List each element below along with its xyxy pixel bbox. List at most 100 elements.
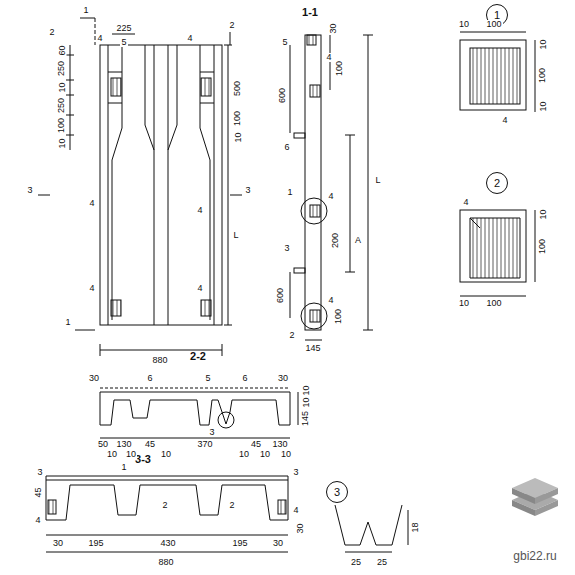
dimension-label: 600 — [279, 86, 288, 103]
dimension-label: 10 — [538, 38, 547, 50]
dimension-label: 4 — [462, 198, 469, 207]
dimension-label: 880 — [157, 558, 174, 567]
dimension-label: 100 — [335, 307, 344, 324]
dimension-label: 4 — [96, 34, 103, 43]
dimension-label: 130 — [115, 440, 132, 449]
dimension-label: 880 — [151, 356, 168, 365]
dimension-label: 25 — [350, 558, 362, 567]
dimension-label: 4 — [327, 192, 334, 201]
dimension-label: 4 — [186, 34, 193, 43]
dimension-label: 130 — [271, 440, 288, 449]
dimension-label: 500 — [234, 79, 243, 96]
dimension-label: 30 — [272, 539, 284, 548]
dimension-label: 10 — [538, 100, 547, 112]
dimension-label: 145 — [304, 344, 321, 353]
dimension-label: 3 — [208, 428, 215, 437]
dimension-label: 225 — [115, 24, 132, 33]
dimension-label: 3 — [26, 186, 33, 195]
dimension-label: 10 — [259, 450, 271, 459]
dimension-label: 30 — [328, 22, 337, 34]
dimension-label: 5 — [281, 38, 288, 47]
dimension-label: 4 — [327, 296, 334, 305]
dimension-label: 100 — [539, 66, 548, 83]
dimension-label: 10 — [233, 131, 242, 143]
dimension-label: 4 — [325, 53, 332, 62]
watermark-icon — [512, 478, 558, 516]
dimension-label: 50 — [97, 440, 109, 449]
dimension-label: 10 — [125, 450, 137, 459]
section-title: 1-1 — [301, 7, 319, 18]
dimension-label: 10 — [458, 20, 470, 29]
dimension-label: 4 — [501, 116, 508, 125]
dimension-label: 145 — [302, 409, 311, 426]
dimension-label: 2 — [228, 501, 235, 510]
dimension-label: 1 — [120, 463, 127, 472]
dimension-label: 100 — [539, 237, 548, 254]
dimension-label: 4 — [88, 199, 95, 208]
dimension-label: L — [232, 231, 239, 240]
dimension-label: 45 — [250, 440, 262, 449]
callout-number: 3 — [334, 486, 340, 498]
dimension-label: 10 — [57, 137, 66, 149]
dimension-label: 45 — [144, 440, 156, 449]
dimension-label: 4 — [196, 206, 203, 215]
dimension-label: 600 — [277, 286, 286, 303]
detail-callout: 2 — [486, 172, 508, 194]
dimension-label: 5 — [120, 38, 127, 47]
dimension-label: 10 — [160, 450, 172, 459]
dimension-label: 10 — [538, 208, 547, 220]
dimension-label: 250 — [58, 59, 67, 76]
dimension-label: 1 — [64, 318, 71, 327]
dimension-label: 250 — [58, 96, 67, 113]
dimension-label: 30 — [295, 522, 304, 534]
detail-callout: 3 — [326, 481, 348, 503]
dimension-label: 45 — [33, 486, 42, 498]
dimension-label: 200 — [332, 231, 341, 248]
dimension-label: 370 — [196, 440, 213, 449]
dimension-label: 10 — [238, 450, 250, 459]
section-title: 2-2 — [189, 351, 207, 362]
dimension-label: 10 — [280, 450, 292, 459]
dimension-label: 6 — [241, 374, 248, 383]
dimension-label: 3 — [283, 244, 290, 253]
dimension-label: 5 — [204, 374, 211, 383]
dimension-label: 30 — [88, 374, 100, 383]
dimension-label: 2 — [228, 21, 235, 30]
dimension-label: 2 — [48, 28, 55, 37]
dimension-label: 30 — [277, 374, 289, 383]
dimension-label: 3 — [36, 468, 43, 477]
dimension-label: 100 — [58, 116, 67, 133]
watermark: gbi22.ru — [512, 550, 557, 562]
dimension-label: 10 — [106, 450, 118, 459]
dimension-label: 100 — [234, 109, 243, 126]
dimension-label: 100 — [485, 299, 502, 308]
dimension-label: 430 — [159, 539, 176, 548]
dimension-label: 10 — [57, 81, 66, 93]
dimension-label: 100 — [336, 59, 345, 76]
dimension-label: 3 — [292, 468, 299, 477]
dimension-label: 6 — [283, 143, 290, 152]
dimension-label: 30 — [52, 539, 64, 548]
dimension-label: 25 — [376, 558, 388, 567]
dimension-label: L — [374, 176, 381, 185]
dimension-label: 100 — [485, 20, 502, 29]
dimension-label: 3 — [244, 186, 251, 195]
dimension-label: 1 — [82, 6, 89, 15]
dimension-label: 4 — [34, 516, 41, 525]
dimension-label: 2 — [288, 331, 295, 340]
dimension-label: 4 — [88, 284, 95, 293]
dimension-label: 60 — [57, 44, 66, 56]
dimension-label: 4 — [196, 284, 203, 293]
dimension-label: 6 — [146, 374, 153, 383]
dimension-label: 4 — [292, 506, 299, 515]
dimension-label: 18 — [410, 521, 419, 533]
dimension-label: 10 — [301, 384, 310, 396]
callout-number: 2 — [494, 177, 500, 189]
dimension-label: 1 — [286, 188, 293, 197]
dimension-label: 10 — [301, 396, 310, 408]
dimension-label: A — [354, 236, 362, 245]
dimension-label: 195 — [87, 539, 104, 548]
dimension-label: 10 — [458, 299, 470, 308]
dimension-label: 2 — [161, 501, 168, 510]
